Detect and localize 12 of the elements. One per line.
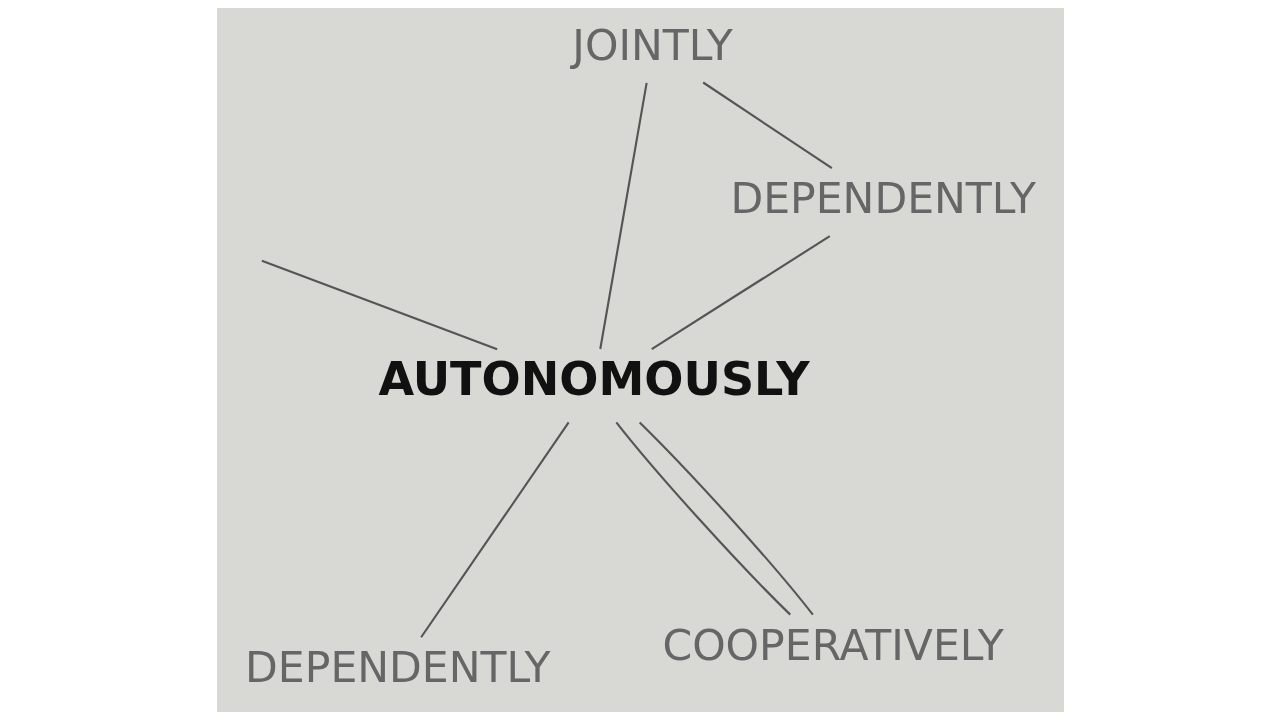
- node-text: DEPENDENTLY: [729, 174, 1036, 224]
- connector: [598, 82, 648, 350]
- node-text: COOPERATIVELY: [661, 620, 1004, 670]
- node-text: AUTONOMOUSLY: [377, 352, 810, 407]
- connector: [638, 421, 814, 616]
- node-text: DEPENDENTLY: [244, 643, 551, 693]
- connector: [650, 235, 830, 350]
- connector: [261, 259, 498, 351]
- connector: [702, 81, 832, 170]
- node-text: JOINTLY: [571, 20, 733, 70]
- connector: [419, 421, 570, 638]
- connector: [615, 421, 791, 616]
